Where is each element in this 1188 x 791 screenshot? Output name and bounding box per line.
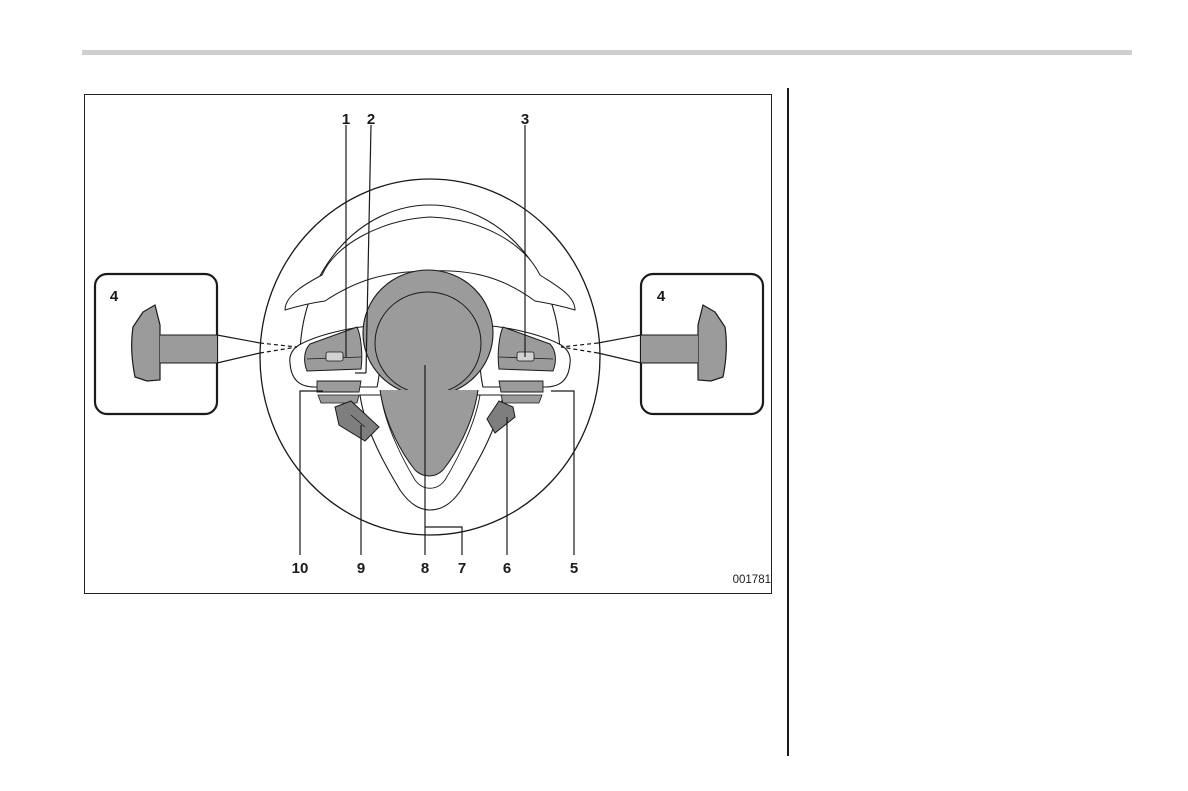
left-center-button	[326, 352, 343, 361]
left-lower-switches	[317, 381, 361, 403]
callout-4-left: 4	[110, 288, 119, 305]
figure-code: 001781	[733, 574, 771, 586]
column-divider	[787, 88, 789, 756]
callout-1: 1	[342, 111, 350, 128]
callout-3: 3	[521, 111, 529, 128]
right-lower-switches	[499, 381, 543, 403]
callout-7: 7	[458, 560, 466, 577]
steering-wheel-diagram: 1 2 3 4 4 10 9 8 7 6 5 001781	[85, 95, 772, 594]
callout-5: 5	[570, 560, 578, 577]
callout-9: 9	[357, 560, 365, 577]
callout-4-right: 4	[657, 288, 666, 305]
callout-6: 6	[503, 560, 511, 577]
callout-8: 8	[421, 560, 429, 577]
callout-10: 10	[292, 560, 309, 577]
top-rule	[82, 50, 1132, 55]
steering-wheel-figure: 1 2 3 4 4 10 9 8 7 6 5 001781	[84, 94, 772, 594]
callout-2: 2	[367, 111, 375, 128]
